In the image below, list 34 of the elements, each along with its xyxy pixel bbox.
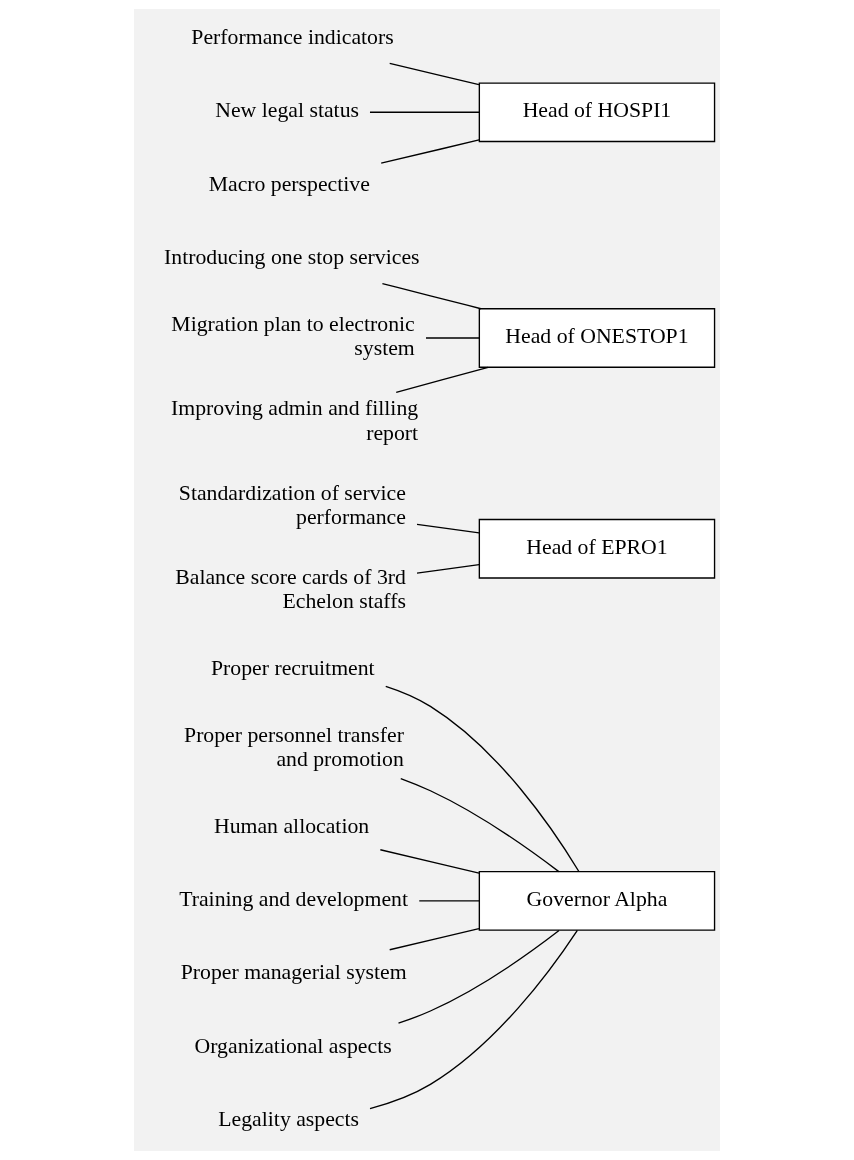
connector <box>416 523 480 534</box>
node-text: Organizational aspects <box>194 1033 392 1058</box>
connector <box>369 111 480 113</box>
node-box: Head of EPRO1 <box>478 518 716 579</box>
node-box: Head of ONESTOP1 <box>478 308 716 368</box>
connector <box>400 777 560 873</box>
connector <box>397 929 560 1024</box>
node-text: Proper managerial system <box>180 960 407 985</box>
connector <box>416 563 480 574</box>
node-text: Macro perspective <box>208 171 370 196</box>
connector <box>389 62 480 86</box>
connector <box>381 282 482 310</box>
node-text: Balance score cards of 3rd Echelon staffs <box>175 564 406 614</box>
node-text: New legal status <box>215 98 360 123</box>
node-text: Proper personnel transfer and promotion <box>184 722 404 771</box>
node-text: Human allocation <box>213 813 370 838</box>
node-box: Governor Alpha <box>478 870 716 931</box>
connector <box>379 849 480 874</box>
node-text: Performance indicators <box>191 25 394 50</box>
connector <box>369 929 579 1110</box>
connector <box>425 337 480 339</box>
node-text: Training and development <box>179 887 408 912</box>
node-text: Legality aspects <box>218 1107 360 1132</box>
connector <box>395 366 489 393</box>
connector <box>418 900 480 902</box>
node-text: Migration plan to electronic system <box>171 311 415 361</box>
node-text: Proper recruitment <box>210 655 375 680</box>
node-text: Introducing one stop services <box>164 245 420 270</box>
node-box: Head of HOSPI1 <box>478 82 716 143</box>
connector <box>389 927 480 951</box>
node-text: Improving admin and filling report <box>171 396 419 445</box>
connector <box>385 685 580 873</box>
node-text: Standardization of service performance <box>178 480 406 529</box>
connector <box>380 139 480 164</box>
